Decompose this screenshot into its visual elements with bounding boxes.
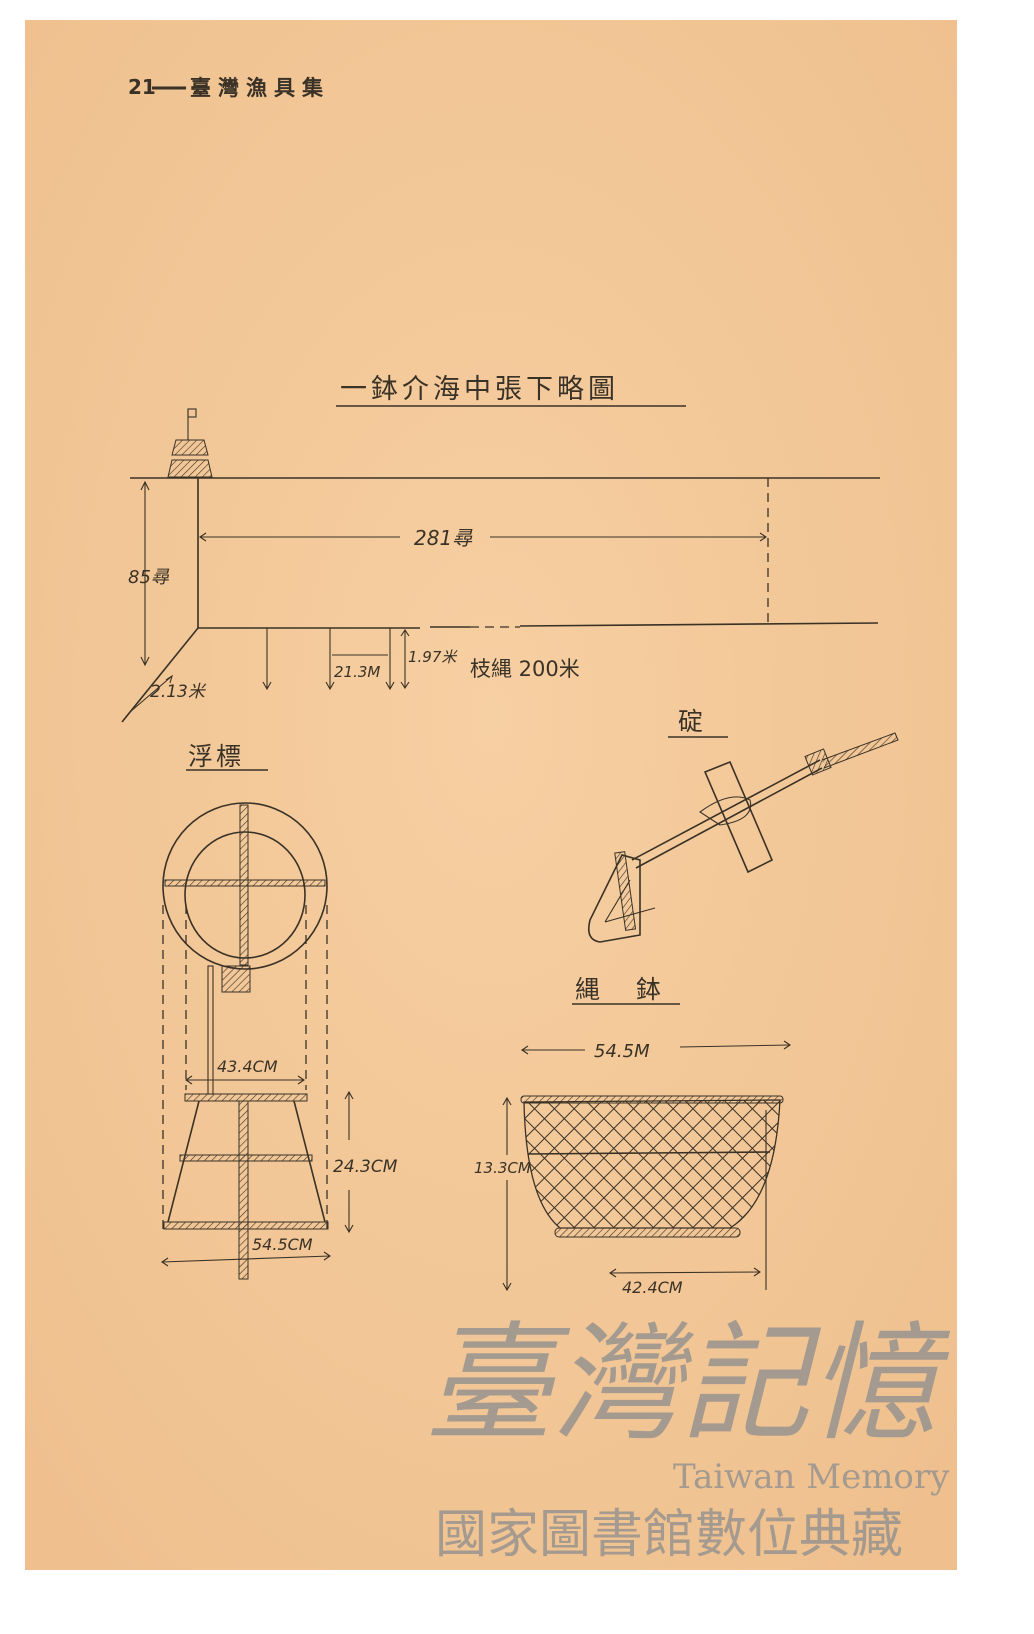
branch-spacing-label: 21.3M xyxy=(334,663,380,681)
flag-icon xyxy=(221,965,251,993)
branch-lines xyxy=(262,628,410,691)
arrowhead-icon xyxy=(165,674,173,684)
basket-diagram: 縄 鉢 54.5M 13.3CM 42.4CM xyxy=(474,975,791,1297)
longline-layout-diagram: 一鉢介海中張下略圖 281尋 85尋 2.13米 xyxy=(121,374,880,723)
diagram-title: 一鉢介海中張下略圖 xyxy=(340,374,619,405)
page-header: 21 臺灣漁具集 xyxy=(128,75,330,100)
watermark: 臺灣記憶 Taiwan Memory 國家圖書館數位典藏 xyxy=(425,1310,951,1565)
depth-label: 85尋 xyxy=(128,567,170,588)
arrowhead-icon xyxy=(609,1267,761,1278)
float-line-arrow xyxy=(129,675,173,713)
arrowhead-icon xyxy=(199,532,767,542)
basket-net xyxy=(523,1099,781,1229)
inner-width-label: 43.4CM xyxy=(217,1057,278,1076)
main-line xyxy=(519,622,879,627)
float-line-label: 2.13米 xyxy=(150,682,207,702)
arrowhead-icon xyxy=(140,480,150,667)
height-label: 13.3CM xyxy=(474,1159,531,1177)
anchor-stock xyxy=(703,760,774,874)
book-title: 臺灣漁具集 xyxy=(190,76,330,100)
buoy-diagram: 浮標 43.4CM 24.3CM 54.5CM xyxy=(161,742,398,1280)
watermark-institution: 國家圖書館數位典藏 xyxy=(435,1505,903,1565)
basket-base xyxy=(554,1227,741,1238)
length-label: 281尋 xyxy=(414,526,473,550)
page-number: 21 xyxy=(128,75,156,99)
branch-length-label: 1.97米 xyxy=(408,648,458,666)
basket-rim xyxy=(520,1095,784,1104)
anchor-shank xyxy=(631,759,823,869)
watermark-english: Taiwan Memory xyxy=(673,1457,950,1497)
anchor-rope xyxy=(821,732,899,769)
arrowhead-icon xyxy=(185,1075,305,1085)
anchor-fluke xyxy=(587,854,641,943)
watermark-main: 臺灣記憶 xyxy=(425,1310,951,1459)
buoy-title: 浮標 xyxy=(188,742,244,771)
marker-buoy-icon xyxy=(167,408,213,478)
paper-background xyxy=(25,20,957,1570)
basket-title: 縄 鉢 xyxy=(575,975,675,1004)
anchor-title: 碇 xyxy=(678,707,703,736)
base-width-label: 42.4CM xyxy=(622,1278,683,1297)
rope-knot xyxy=(699,796,752,826)
arrowhead-icon xyxy=(521,1040,791,1055)
anchor-diagram: 碇 xyxy=(587,707,899,943)
float-line xyxy=(121,627,199,723)
top-width-label: 54.5M xyxy=(594,1041,650,1062)
height-label: 24.3CM xyxy=(333,1157,398,1177)
arrowhead-icon xyxy=(161,1251,331,1267)
buoy-cross-bar xyxy=(164,879,326,887)
main-line-start xyxy=(198,626,470,629)
base-width-label: 54.5CM xyxy=(252,1235,313,1254)
branch-line-label: 枝縄 200米 xyxy=(470,657,580,681)
